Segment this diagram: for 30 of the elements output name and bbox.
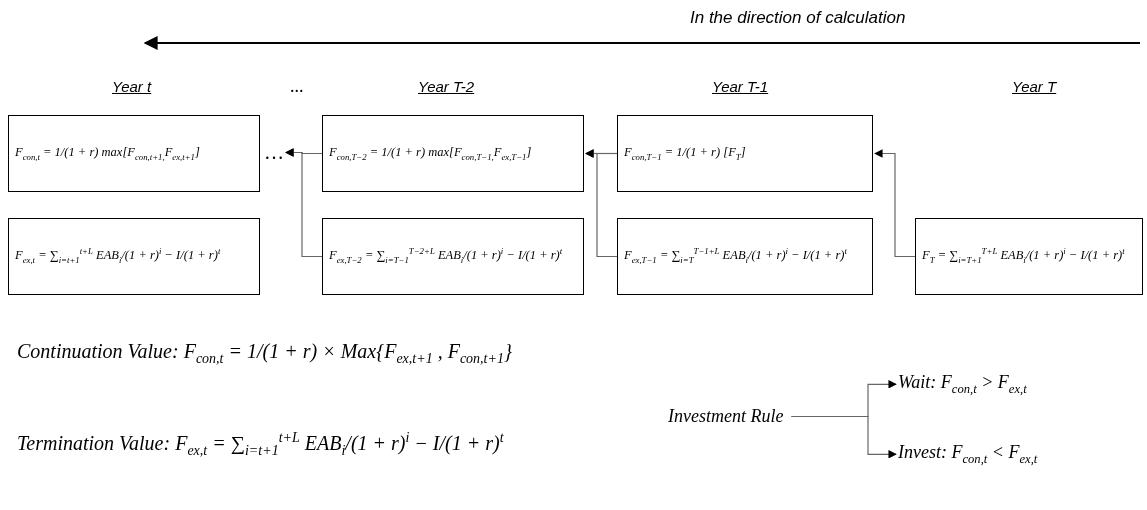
condition-text: Invest: F$_{con,t}$ < F$_{ex,t}$ bbox=[898, 442, 1038, 467]
formula-text: F$_{T}$ = ∑$_{i=T+1}$$^{T+L}$ EAB$_{i}$/(1 + r)$^{i}$ − I/(1 + r)$^{t}$ bbox=[922, 246, 1125, 267]
formula-text: F$_{con,T−2}$ = 1/(1 + r) max[F$_{con,T−1,}$F$_{ex,T−1}$] bbox=[329, 144, 532, 163]
formula-box bbox=[617, 115, 873, 192]
formula-text: Termination Value: F$_{ex,t}$ = ∑$_{i=t+1}$$^{t+L}$ EAB$_{i}$/(1 + r)$^{i}$ − I/(1 + r)$^{t}$ bbox=[17, 430, 504, 459]
formula-text: F$_{ex,T−2}$ = ∑$_{i=T−1}$$^{T−2+L}$ EAB$_{i}$/(1 + r)$^{i}$ − I/(1 + r)$^{t}$ bbox=[329, 246, 563, 267]
formula-text: F$_{con,t}$ = 1/(1 + r) max[F$_{con,t+1,}$F$_{ex,t+1}$] bbox=[15, 144, 200, 163]
formula-box bbox=[322, 115, 584, 192]
arrow bbox=[790, 415, 897, 459]
formula-box bbox=[8, 218, 260, 295]
direction-caption: In the direction of calculation bbox=[690, 8, 906, 28]
formula-text: F$_{ex,T−1}$ = ∑$_{i=T}$$^{T−1+L}$ EAB$_{i}$/(1 + r)$^{i}$ − I/(1 + r)$^{t}$ bbox=[624, 246, 847, 267]
formula-text: Continuation Value: F$_{con,t}$ = 1/(1 + r) × Max{F$_{ex,t+1}$ , F$_{con,t+1}$} bbox=[17, 340, 512, 367]
arrow bbox=[585, 149, 618, 258]
formula-box bbox=[8, 115, 260, 192]
year-heading: Year T-2 bbox=[418, 78, 475, 95]
formula-box bbox=[617, 218, 873, 295]
ellipsis-text: ... bbox=[290, 76, 304, 97]
rule-text: Investment Rule bbox=[668, 406, 784, 427]
formula-box bbox=[322, 218, 584, 295]
arrow bbox=[285, 148, 323, 258]
ellipsis-text: … bbox=[264, 141, 284, 164]
year-heading: Year T-1 bbox=[712, 78, 769, 95]
year-heading: Year t bbox=[112, 78, 152, 95]
year-heading: Year T bbox=[1012, 78, 1057, 95]
formula-box bbox=[915, 218, 1143, 295]
formula-text: F$_{con,T−1}$ = 1/(1 + r) [F$_{T}$] bbox=[624, 144, 746, 163]
arrow bbox=[874, 149, 916, 258]
formula-text: F$_{ex,t}$ = ∑$_{i=t+1}$$^{t+L}$ EAB$_{i}$/(1 + r)$^{i}$ − I/(1 + r)$^{t}$ bbox=[15, 246, 221, 267]
condition-text: Wait: F$_{con,t}$ > F$_{ex,t}$ bbox=[898, 372, 1027, 397]
